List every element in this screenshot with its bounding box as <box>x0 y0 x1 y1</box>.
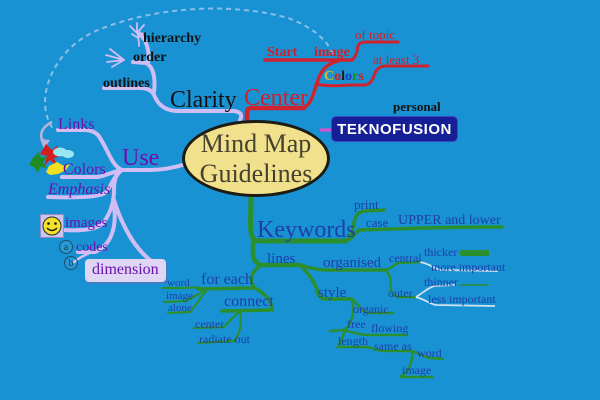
keywords-branch-lines <box>161 194 504 379</box>
node-keywords[interactable]: Keywords <box>257 217 356 243</box>
node-dimension[interactable]: dimension <box>85 259 166 282</box>
node-length[interactable]: length <box>338 334 368 348</box>
node-more-important[interactable]: more important <box>431 260 506 274</box>
node-use[interactable]: Use <box>122 145 160 171</box>
node-same-as[interactable]: same as <box>374 339 412 353</box>
tree-icon <box>105 22 145 68</box>
node-upper-and-lower[interactable]: UPPER and lower <box>398 213 501 228</box>
node-codes[interactable]: codes <box>76 240 108 255</box>
node-colors-word[interactable]: Colors <box>324 69 364 84</box>
node-central[interactable]: central <box>389 251 422 265</box>
node-for-each[interactable]: for each <box>201 271 253 288</box>
node-less-important[interactable]: less important <box>428 292 496 306</box>
teknofusion-logo: TEKNOFUSION <box>331 116 458 142</box>
node-center-small[interactable]: center <box>195 317 225 331</box>
node-print[interactable]: print <box>354 197 379 212</box>
circled-b-icon: b <box>64 256 78 270</box>
thicker-line-sample <box>460 250 489 256</box>
circled-a-icon: a <box>59 240 73 254</box>
node-emphasis[interactable]: Emphasis <box>48 181 111 198</box>
node-order[interactable]: order <box>133 50 167 65</box>
node-word-small[interactable]: word <box>167 277 190 289</box>
node-hierarchy[interactable]: hierarchy <box>143 31 202 46</box>
light-connector-lines <box>415 261 499 307</box>
node-images[interactable]: images <box>65 215 108 231</box>
node-thinner[interactable]: thinner <box>424 275 458 289</box>
node-outer[interactable]: outer <box>388 286 413 300</box>
node-free[interactable]: free <box>347 317 366 331</box>
node-image-length[interactable]: image <box>402 363 432 377</box>
node-image-small[interactable]: image <box>166 290 193 302</box>
node-image-of-topic[interactable]: image <box>314 45 350 60</box>
node-of-topic[interactable]: of topic <box>355 27 396 42</box>
use-clarity-branch-lines <box>46 22 244 264</box>
node-word-length[interactable]: word <box>417 346 442 360</box>
node-style[interactable]: style <box>318 285 347 301</box>
node-organised[interactable]: organised <box>323 255 382 271</box>
node-lines[interactable]: lines <box>267 251 296 267</box>
node-links[interactable]: Links <box>58 116 95 133</box>
central-topic-line1: Mind Map <box>200 128 312 158</box>
watermark-personal: personal <box>393 99 441 114</box>
node-thicker[interactable]: thicker <box>424 245 458 259</box>
node-clarity[interactable]: Clarity <box>170 87 237 113</box>
teknofusion-logo-text: TEKNOFUSION <box>337 120 452 138</box>
central-topic-node[interactable]: Mind Map Guidelines <box>182 120 330 197</box>
node-at-least-3[interactable]: at least 3 <box>373 52 420 67</box>
smiley-icon <box>40 214 64 238</box>
node-center[interactable]: Center <box>244 85 308 111</box>
node-colors[interactable]: Colors <box>63 161 106 178</box>
link-arrowhead <box>40 139 50 149</box>
node-connect[interactable]: connect <box>224 293 274 310</box>
node-dimension-label: dimension <box>92 261 159 278</box>
center-branch-lines <box>244 40 430 125</box>
node-case[interactable]: case <box>366 215 389 230</box>
node-organic[interactable]: organic <box>353 302 389 316</box>
node-start[interactable]: Start <box>267 45 298 60</box>
node-radiate-out[interactable]: radiate out <box>199 332 250 346</box>
node-alone[interactable]: alone <box>168 302 192 314</box>
node-flowing[interactable]: flowing <box>371 321 409 335</box>
central-topic-line2: Guidelines <box>199 158 313 188</box>
color-splash-icon <box>29 144 74 175</box>
node-outlines[interactable]: outlines <box>103 76 150 91</box>
